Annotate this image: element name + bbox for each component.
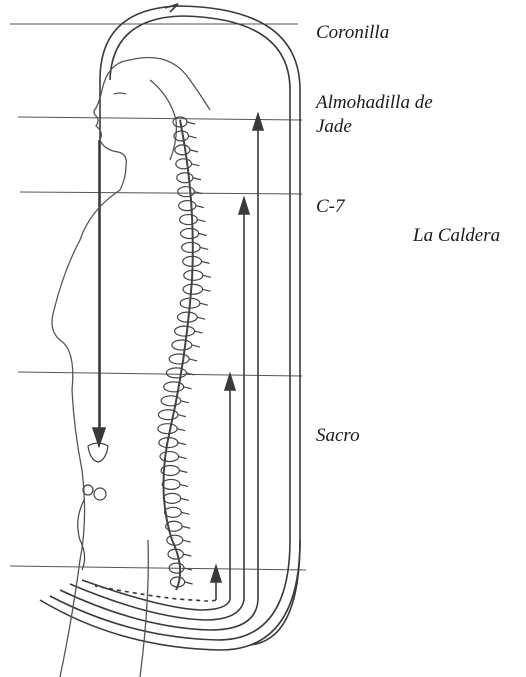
vertebra-process (195, 331, 203, 333)
vertebra (167, 535, 183, 545)
vertebra (175, 326, 195, 336)
vertebra-process (202, 289, 210, 291)
label-sacro: Sacro (316, 425, 360, 447)
vertebra (182, 242, 200, 252)
orbit-loop (100, 4, 300, 645)
vertebra-process (200, 247, 208, 249)
vertebra-process (181, 401, 189, 403)
up-arrow-icon (239, 198, 249, 214)
vertebra-process (188, 136, 196, 138)
vertebra-process (180, 484, 188, 486)
vertebra-process (203, 275, 211, 277)
vertebra-process (184, 387, 192, 389)
line-c7 (20, 192, 302, 194)
spine (158, 117, 211, 590)
eye (114, 93, 126, 94)
vertebra-process (183, 540, 191, 542)
vertebra-process (178, 443, 186, 445)
vertebra-process (177, 429, 185, 431)
vertebra-process (196, 206, 204, 208)
hair-back (150, 80, 176, 160)
vertebra-process (189, 359, 197, 361)
vertebra-process (178, 415, 186, 417)
up-arrow-icon (225, 374, 235, 390)
pelvic-organs (78, 443, 108, 570)
reference-lines (10, 24, 306, 570)
line-sacro (18, 372, 302, 376)
vertebra (163, 493, 180, 503)
swoop-4 (70, 584, 244, 620)
label-caldera: La Caldera (413, 225, 500, 247)
vertebra-process (181, 512, 189, 514)
vertebra-process (199, 234, 207, 236)
vertebra-process (179, 457, 187, 459)
label-almohadilla-line1: Almohadilla de (316, 92, 433, 114)
vertebra (175, 145, 190, 155)
vertebra-process (183, 554, 191, 556)
vertebra (172, 340, 192, 350)
line-bottom (10, 566, 306, 570)
swoop-1 (40, 540, 300, 650)
swoop-5 (82, 580, 230, 610)
vertebra (176, 159, 192, 169)
bottom-swoops (40, 540, 300, 650)
head-top (130, 58, 210, 111)
orbit-front-path (100, 6, 300, 645)
vertebra-process (200, 303, 208, 305)
vertebra-process (202, 261, 210, 263)
front-arrow-group (93, 140, 105, 446)
vertebra-process (181, 498, 189, 500)
vertebra (164, 507, 181, 517)
vertebra-process (193, 178, 201, 180)
vertebra (178, 187, 195, 197)
vertebra (158, 410, 178, 420)
vertebra (180, 215, 198, 225)
swoop-6-dashed (95, 586, 216, 601)
vertebra (179, 201, 196, 211)
vertebra-process (190, 150, 198, 152)
vertebra (158, 424, 177, 434)
label-almohadilla-line2: Jade (316, 116, 352, 138)
vertebra-process (197, 220, 205, 222)
vertebra (161, 396, 181, 406)
vertebra (181, 229, 199, 239)
vertebra (160, 452, 179, 462)
vertebra-process (197, 317, 205, 319)
uterus-shape (88, 443, 108, 462)
label-c7: C-7 (316, 196, 345, 218)
back-arrows (211, 114, 263, 600)
vertebra (164, 382, 184, 392)
vertebra (169, 354, 189, 364)
up-arrow-icon (253, 114, 263, 130)
torso-front (52, 190, 120, 677)
vertebra (162, 479, 180, 489)
vertebra (166, 368, 186, 378)
label-coronilla: Coronilla (316, 22, 389, 44)
vertebra (183, 284, 202, 294)
vertebra-process (191, 164, 199, 166)
vertebra-process (187, 122, 195, 124)
vertebra (177, 173, 193, 183)
vertebra-process (192, 345, 200, 347)
vertebra-process (182, 526, 190, 528)
vertebra-process (185, 582, 193, 584)
vertebra-process (179, 470, 187, 472)
orbit-top-arrow-icon (165, 4, 178, 12)
ovary-right (94, 488, 106, 500)
